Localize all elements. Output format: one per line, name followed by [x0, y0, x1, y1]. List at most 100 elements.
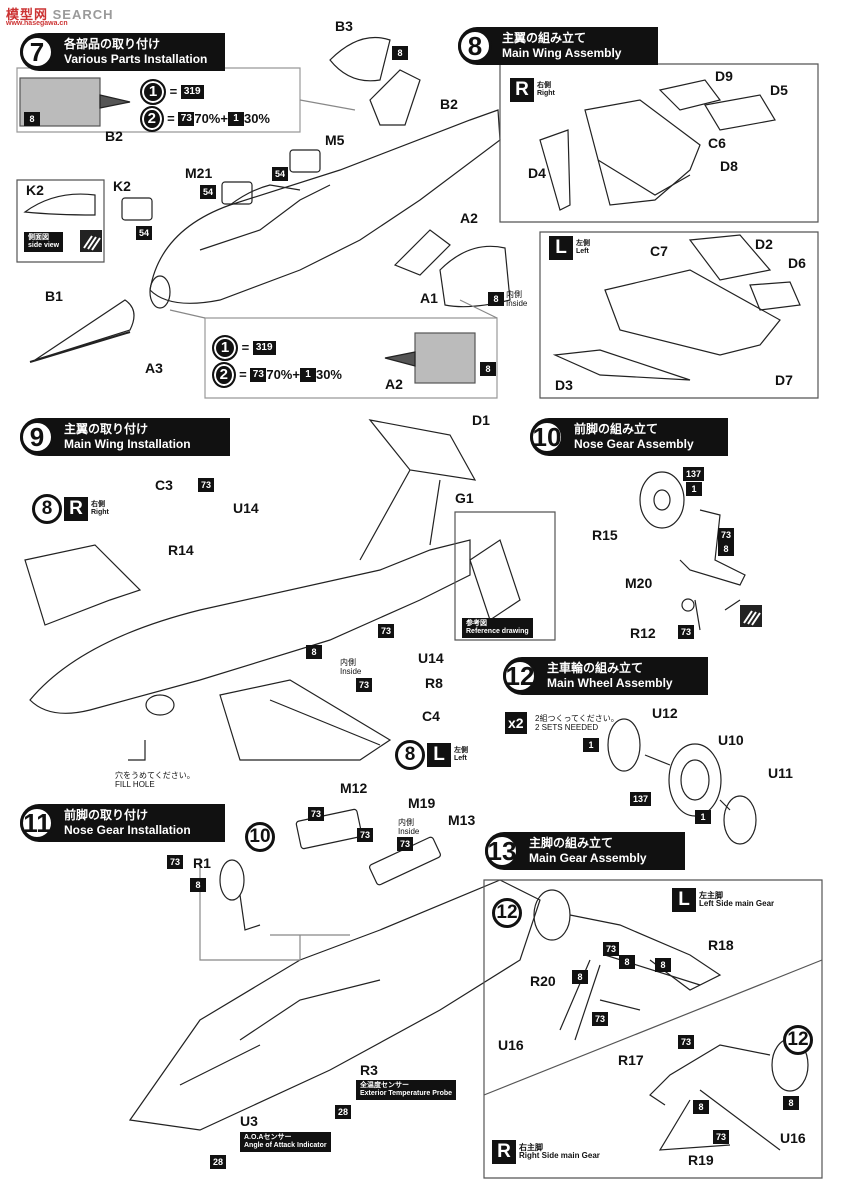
- note-en: Reference drawing: [466, 628, 529, 635]
- step-title-jp: 主車輪の組み立て: [547, 661, 644, 675]
- note-jp: A.O.Aセンサー: [244, 1134, 292, 1141]
- side-en: Right: [537, 90, 555, 97]
- paint-ratio: 70%: [194, 111, 221, 126]
- step-ref-number: 8: [32, 494, 62, 524]
- paint-code: 319: [180, 84, 204, 99]
- step-title-en: Main Gear Assembly: [529, 851, 647, 865]
- side-en: Left: [576, 248, 589, 255]
- note-jp: 内側: [398, 818, 414, 827]
- side-en: Left: [454, 755, 467, 762]
- part-label: U16: [780, 1130, 806, 1146]
- color-code: 73: [198, 478, 215, 492]
- side-jp: 右側: [91, 501, 105, 508]
- paint-number-2: 2: [212, 361, 236, 388]
- color-code: 8: [392, 46, 408, 60]
- part-label: R14: [168, 542, 194, 558]
- color-code: 8: [572, 970, 588, 984]
- part-label: A1: [420, 290, 438, 306]
- step-title-jp: 前脚の取り付け: [64, 808, 149, 822]
- color-code: 8: [24, 112, 40, 126]
- side-letter: L: [672, 888, 696, 912]
- tail-fin-d1: [368, 419, 477, 481]
- paint-code: 73: [250, 367, 267, 382]
- note-jp: 2組つくってください。: [535, 714, 619, 723]
- nose-gear-strut-m20: [679, 509, 746, 586]
- paint-number-2: 2: [140, 105, 164, 132]
- part-label: R15: [592, 527, 618, 543]
- step-12-reference: 12: [492, 898, 522, 928]
- step-number: 13: [485, 834, 519, 868]
- note-jp: 内側: [506, 290, 522, 299]
- paint-code: 73: [178, 111, 195, 126]
- step-10-reference: 10: [245, 822, 275, 852]
- part-label: U16: [498, 1037, 524, 1053]
- equals: =: [241, 340, 250, 355]
- step-title-en: Main Wing Installation: [64, 437, 191, 451]
- gear-door-m12: [295, 808, 363, 850]
- color-code: 137: [630, 792, 652, 806]
- paint-number-1: 1: [140, 78, 166, 105]
- step-title-en: Nose Gear Installation: [64, 823, 191, 837]
- part-label: C3: [155, 477, 173, 493]
- part-label: R17: [618, 1052, 644, 1068]
- color-code: 73: [167, 855, 184, 869]
- plus: +: [220, 111, 228, 126]
- note-en: FILL HOLE: [115, 780, 155, 789]
- color-code: 8: [718, 542, 734, 556]
- note-jp: 内側: [340, 658, 356, 667]
- sets-needed-note: 2組つくってください。2 SETS NEEDED: [535, 714, 619, 732]
- part-label: B3: [335, 18, 353, 34]
- part-label: D9: [715, 68, 733, 84]
- intake-cone-a2: [393, 229, 451, 276]
- seat-m5: [289, 149, 321, 173]
- part-label: A3: [145, 360, 163, 376]
- part-label: U12: [652, 705, 678, 721]
- part-label: B2: [440, 96, 458, 112]
- main-gear-strut-left: [569, 914, 722, 991]
- part-label: R8: [425, 675, 443, 691]
- part-label: D7: [775, 372, 793, 388]
- fuselage-step9: [29, 539, 471, 714]
- color-code: 1: [583, 738, 599, 752]
- nose-cone-b1: [34, 299, 135, 361]
- note-jp: 全温度センサー: [360, 1082, 409, 1089]
- part-label: B2: [105, 128, 123, 144]
- step-number: 9: [20, 420, 54, 454]
- intake-a1: [439, 245, 511, 308]
- note-jp: 側面図: [28, 234, 49, 241]
- part-label: U11: [768, 765, 793, 781]
- color-code: 8: [619, 955, 635, 969]
- step-ref-number: 8: [395, 740, 425, 770]
- paint-ratio: 70%: [266, 367, 293, 382]
- note-jp: 穴をうめてください。: [115, 771, 195, 780]
- color-code: 8: [488, 292, 504, 306]
- part-label: K2: [26, 182, 44, 198]
- step-12-reference: 12: [783, 1025, 813, 1055]
- step-number: 10: [530, 420, 564, 454]
- step-number: 11: [20, 806, 54, 840]
- part-label: A2: [385, 376, 403, 392]
- part-label: U10: [718, 732, 744, 748]
- equals: =: [167, 111, 175, 126]
- fuselage-rear-step7: [149, 109, 501, 304]
- gear-jp: 右主脚: [519, 1143, 543, 1152]
- paint-number-1: 1: [212, 334, 238, 361]
- tire-u10: [668, 743, 722, 817]
- note-en: Inside: [506, 299, 528, 308]
- part-label: R19: [688, 1152, 714, 1168]
- step-title-en: Main Wing Assembly: [502, 46, 622, 60]
- right-wing-step9: [24, 544, 142, 626]
- part-label: M19: [408, 795, 436, 811]
- seat-m21: [221, 181, 253, 205]
